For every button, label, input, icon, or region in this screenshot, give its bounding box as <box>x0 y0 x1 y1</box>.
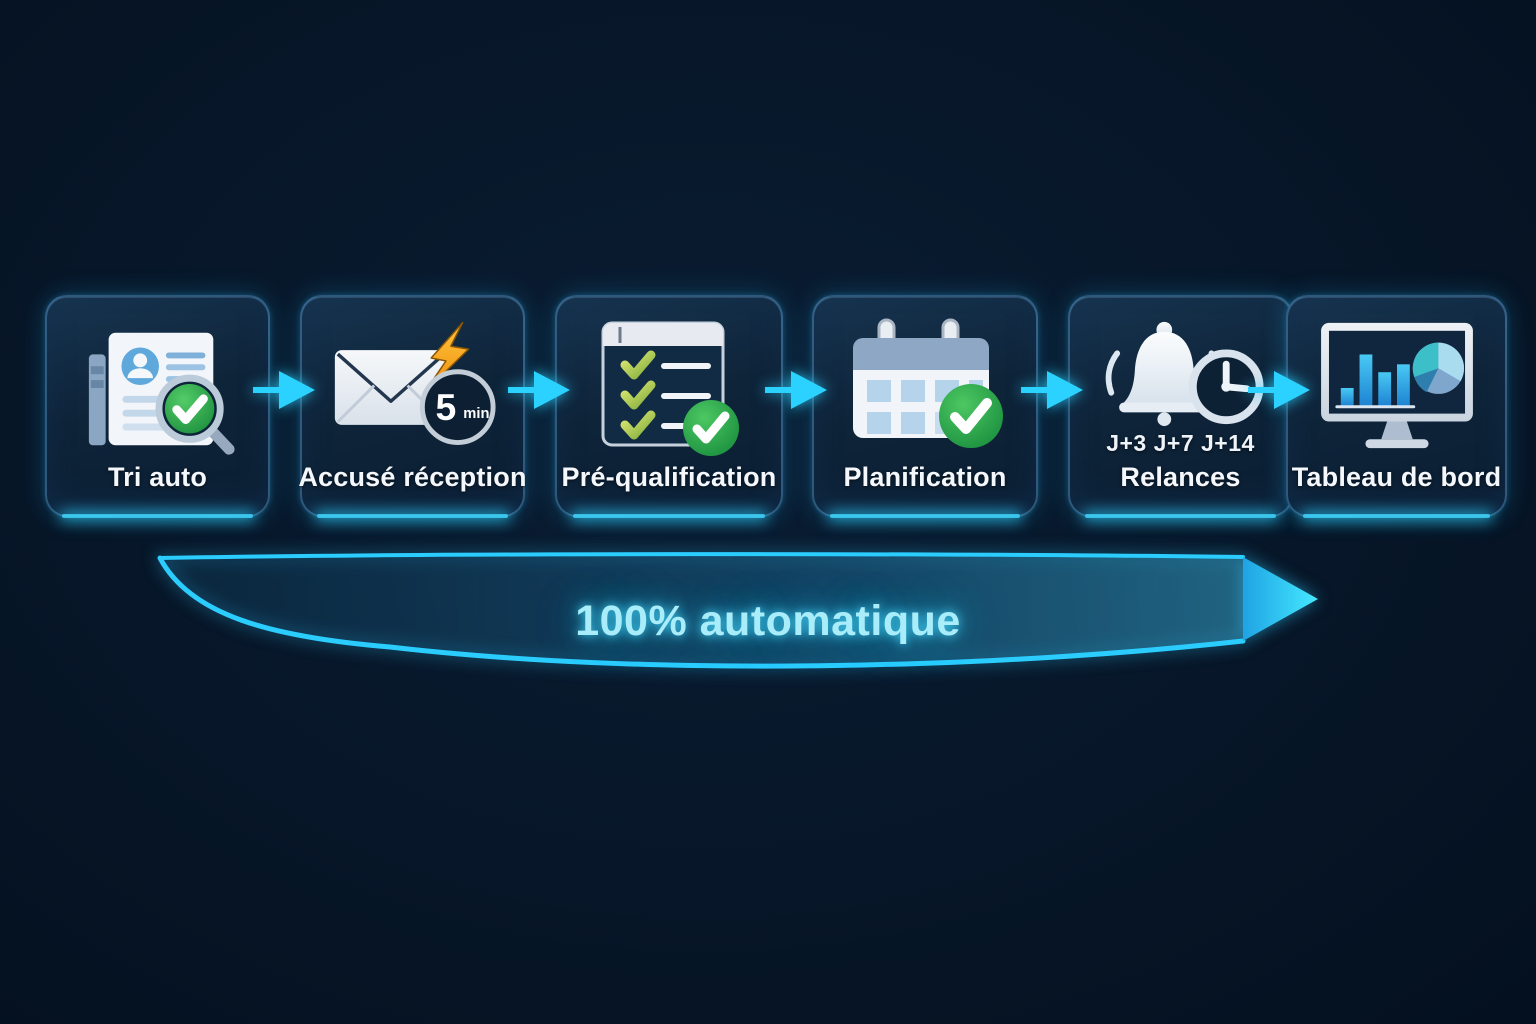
calendar-check-icon <box>853 318 1003 449</box>
svg-text:min: min <box>463 406 489 422</box>
step-label-pre-qualification: Pré-qualification <box>561 462 777 493</box>
step-card-accuse-reception: 5 min Accusé réception <box>298 295 527 518</box>
svg-text:5: 5 <box>435 386 456 428</box>
flow-arrow-icon <box>765 371 827 409</box>
step-label-relances: Relances <box>1120 462 1241 493</box>
checklist-check-icon <box>601 321 739 457</box>
step-card-tableau-de-bord: Tableau de bord <box>1286 295 1507 518</box>
tri-auto-icon-wrap <box>47 297 268 463</box>
tableau-de-bord-icon-wrap <box>1288 297 1505 463</box>
cv-document-magnifier-check-icon <box>88 332 235 455</box>
step-label-planification: Planification <box>843 462 1007 493</box>
flow-arrow-icon <box>1021 371 1083 409</box>
flow-arrow-icon <box>253 371 315 409</box>
relances-icon-wrap <box>1070 297 1291 436</box>
step-label-accuse-reception: Accusé réception <box>298 462 527 493</box>
accuse-reception-icon-wrap: 5 min <box>302 297 523 463</box>
step-label-tableau-de-bord: Tableau de bord <box>1291 462 1502 493</box>
dashboard-monitor-icon <box>1320 323 1473 449</box>
automation-swoosh-arrow-icon <box>157 552 1318 669</box>
flow-arrow-icon <box>508 371 570 409</box>
relances-schedule-text: J+3 J+7 J+14 <box>1106 430 1255 457</box>
step-card-relances: J+3 J+7 J+14 Relances <box>1068 295 1293 518</box>
step-card-pre-qualification: Pré-qualification <box>555 295 783 518</box>
step-card-tri-auto: Tri auto <box>45 295 270 518</box>
automation-banner-text: 100% automatique <box>575 597 961 645</box>
flow-arrow-icon <box>1248 371 1310 409</box>
step-label-tri-auto: Tri auto <box>107 462 208 493</box>
planification-icon-wrap <box>814 297 1036 463</box>
step-card-planification: Planification <box>812 295 1038 518</box>
bell-clock-icon <box>1105 321 1264 426</box>
pre-qualification-icon-wrap <box>557 297 781 463</box>
envelope-lightning-icon: 5 min <box>334 322 496 446</box>
five-min-badge-icon: 5 min <box>419 369 496 446</box>
